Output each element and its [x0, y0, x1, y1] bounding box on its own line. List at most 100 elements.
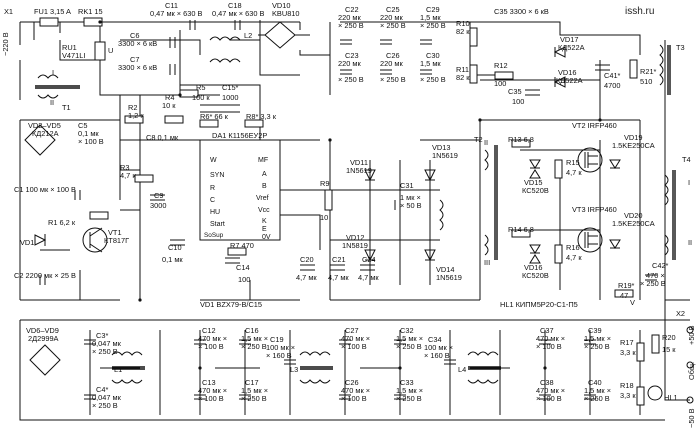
- r15-value: 4,7 к: [566, 168, 582, 177]
- r13-label: R13 6,8: [508, 135, 534, 144]
- fuse-symbol: [39, 17, 59, 27]
- vd20-label: VD20: [624, 211, 643, 220]
- c33-value: 1,5 мк ×: [396, 386, 423, 395]
- r12-value: 100: [494, 79, 506, 88]
- c24-value: 4,7 мк: [358, 273, 379, 282]
- r21-value: 510: [640, 77, 652, 86]
- c40-label: C40: [588, 378, 602, 387]
- da1-pins-right: MF A B Vref Vcc K E 0V: [256, 157, 271, 241]
- c19-value2: × 160 В: [266, 351, 292, 360]
- c5-value2: × 100 В: [78, 137, 104, 146]
- r1-label: R1 6,2 к: [48, 218, 76, 227]
- vt1-type: КТ817Г: [104, 236, 129, 245]
- c10-label: C10: [168, 243, 182, 252]
- c22-value2: × 250 В: [338, 21, 364, 30]
- vd16b-label: VD16: [524, 263, 543, 272]
- pin-right: Vref: [256, 195, 269, 202]
- c16-value: 1,5 мк ×: [241, 334, 268, 343]
- c31-label: C31: [400, 181, 414, 190]
- out-minus-label: −50 В: [687, 408, 696, 428]
- varistor-symbol: [94, 41, 106, 61]
- winding-mark: II: [484, 138, 488, 147]
- r3-value: 4,7 к: [120, 171, 136, 180]
- vd19-label: VD19: [624, 133, 643, 142]
- c26-label: C26: [386, 51, 400, 60]
- r14-label: R14 6,8: [508, 225, 534, 234]
- vd13-label: VD13: [432, 143, 451, 152]
- c37-label: C37: [540, 326, 554, 335]
- vd1-bottom-label: VD1 BZX79-B/C15: [200, 300, 262, 309]
- c24-label: C24: [362, 255, 376, 264]
- winding-mark: I: [52, 68, 54, 77]
- vd11-type: 1N5619: [346, 166, 372, 175]
- c25-label: C25: [386, 5, 400, 14]
- c1-label: C1 100 мк × 100 В: [14, 185, 76, 194]
- u-mark: U: [108, 46, 113, 55]
- vd17-label: VD17: [560, 35, 579, 44]
- thermistor-symbol: [83, 17, 103, 27]
- c27-value2: × 100 В: [341, 342, 367, 351]
- pin-right: 0V: [262, 234, 271, 241]
- vd13-type: 1N5619: [432, 151, 458, 160]
- r5-value: 100 к: [192, 93, 210, 102]
- c28-label: C26: [345, 378, 359, 387]
- c20-value: 4,7 мк: [296, 273, 317, 282]
- pin-right: B: [262, 183, 267, 190]
- pin-left: R: [210, 185, 215, 192]
- r11-label: R11: [456, 65, 469, 74]
- r16-value: 4,7 к: [566, 253, 582, 262]
- c40-value2: × 250 В: [584, 394, 610, 403]
- c37-value: 470 мк ×: [536, 334, 565, 343]
- c21-label: C21: [332, 255, 346, 264]
- r9-label: R9: [320, 179, 329, 188]
- r4-value: 10 к: [162, 101, 176, 110]
- c23-value: 220 мк: [338, 59, 361, 68]
- x1-label: X1: [4, 7, 13, 16]
- vt3-label: VT3 IRFP460: [572, 205, 617, 214]
- c12-value2: × 100 В: [198, 342, 224, 351]
- hl1-title: HL1 КИПМ5Р20-С1-П5: [500, 300, 578, 309]
- c16-label: C16: [245, 326, 259, 335]
- vd16-type: КД522А: [556, 76, 583, 85]
- c28-value2: × 100 В: [341, 394, 367, 403]
- c15-label: C15*: [222, 83, 239, 92]
- pin-left: C: [210, 197, 215, 204]
- r17-label: R17: [620, 338, 634, 347]
- vd15-type: КС520В: [522, 186, 549, 195]
- c33-value2: × 250 В: [396, 394, 422, 403]
- pin-left: SYN: [210, 172, 224, 179]
- c5-label: C5: [78, 121, 87, 130]
- c4-value: 0,047 мк: [92, 393, 122, 402]
- r19-label: R19*: [618, 281, 635, 290]
- t4-label: T4: [682, 155, 691, 164]
- r4-label: R4: [165, 93, 174, 102]
- c33-label: C33: [400, 378, 414, 387]
- vd10-label: VD10: [272, 1, 291, 10]
- fu1-label: FU1 3,15 A: [34, 7, 71, 16]
- r10-label: R10: [456, 19, 470, 28]
- vt2-label: VT2 IRFP460: [572, 121, 617, 130]
- c39-value: 1,5 мк ×: [584, 334, 611, 343]
- r12-label: R12: [494, 61, 508, 70]
- vd19-type: 1.5KE250CA: [612, 141, 655, 150]
- r11-value: 82 к: [456, 73, 470, 82]
- r15-label: R15: [566, 158, 580, 167]
- pin-right: K: [262, 218, 267, 225]
- pin-right: Vcc: [258, 207, 270, 214]
- c32-value: 1,5 мк ×: [396, 334, 423, 343]
- c16-value2: × 250 В: [241, 342, 267, 351]
- c38-value: 470 мк ×: [536, 386, 565, 395]
- t1-label: T1: [62, 103, 71, 112]
- c21-value: 4,7 мк: [328, 273, 349, 282]
- r10-value: 82 к: [456, 27, 470, 36]
- c23-value2: × 250 В: [338, 75, 364, 84]
- c10-value: 0,1 мк: [162, 255, 183, 264]
- hl1-label: HL1: [664, 393, 678, 402]
- vd6-type: 2Д2999А: [28, 334, 59, 343]
- c34-value2: × 160 В: [424, 351, 450, 360]
- v-mark: V: [630, 298, 635, 307]
- r7-label: R7 470: [230, 241, 254, 250]
- c3-label: C3*: [96, 331, 108, 340]
- c18-label: C18: [228, 1, 242, 10]
- vd2-type: КД212А: [32, 129, 59, 138]
